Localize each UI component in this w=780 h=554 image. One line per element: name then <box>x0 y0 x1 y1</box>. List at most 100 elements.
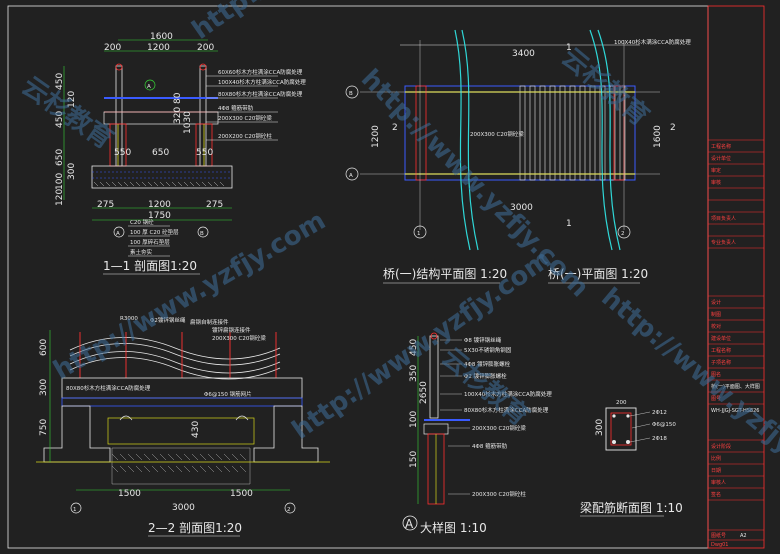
detA-dim-3: 2650 <box>419 381 429 404</box>
plan-note-1: 100X40杉木满涂CCA防腐处理 <box>614 38 691 46</box>
s11-total-dim: 1750 <box>148 211 171 221</box>
s11-bottom-dim-3: 275 <box>206 200 223 210</box>
beam-section: 200 300 2Φ12 Φ6@150 2Φ18 梁配筋断面图 1:10 <box>580 400 683 517</box>
detA-note-3: 4Φ8 镀锌膨胀螺栓 <box>464 360 511 368</box>
detA-dim-5: 150 <box>409 451 419 468</box>
tb-row-16: 设计阶段 <box>711 443 731 450</box>
plan-note-2: 200X300 C20钢砼梁 <box>470 130 524 138</box>
s22-title: 2—2 剖面图1:20 <box>148 521 242 535</box>
tb-row-9: 校对 <box>711 323 721 330</box>
s11-left-dim-1: 450 <box>55 73 65 90</box>
detA-note-6: 80X80杉木方柱满涂CCA防腐处理 <box>464 406 549 414</box>
s11-mid-dim-2: 650 <box>152 148 169 158</box>
plan-cut-1-top: 1 <box>566 43 572 53</box>
s11-bottom-dim-1: 275 <box>97 200 114 210</box>
plan-struct-title: 桥(一)结构平面图 1:20 <box>383 266 507 281</box>
s11-found-note-4: 素土夯实 <box>130 248 153 256</box>
detA-note-2: 5X30不锈钢角钢固 <box>464 346 512 354</box>
plan-title: 桥(一)平面图 1:20 <box>548 267 648 281</box>
detA-note-8: 4Φ8 箍筋带肋 <box>472 442 508 450</box>
detA-dim-4: 100 <box>409 411 419 428</box>
beam-outline <box>605 407 637 451</box>
s22-note-3: 镀锌扁钢连接件 <box>212 326 251 334</box>
plan-axis-1: 1 <box>417 231 421 237</box>
tb-row-2: 设计单位 <box>711 155 731 162</box>
s11-mid-dim-1: 550 <box>114 148 131 158</box>
s11-note-5: 200X300 C20钢砼梁 <box>218 114 272 122</box>
s11-found-note-1: C20 钢砼 <box>130 218 154 226</box>
s11-right-dim-2: 1030 <box>183 111 193 134</box>
s11-bottom-dim-2: 1200 <box>148 200 171 210</box>
s11-note-4: 4Φ8 箍筋带肋 <box>218 104 254 112</box>
detA-letter: A <box>405 517 414 531</box>
tb-row-20: 签名 <box>711 491 721 498</box>
s22-note-4: 200X300 C20钢砼梁 <box>212 334 266 342</box>
tb-row-6: 专业负责人 <box>711 239 736 246</box>
tb-row-13: 图名 <box>711 371 721 378</box>
s11-detail-marker: A <box>147 84 151 90</box>
s11-found-note-3: 100 厚碎石垫层 <box>130 238 170 246</box>
s22-note-6: Φ6@150 钢筋网片 <box>204 390 252 398</box>
detA-dim-1: 450 <box>409 339 419 356</box>
plan-cut-2-right: 2 <box>670 123 676 133</box>
plan-left-dim: 1200 <box>371 125 381 148</box>
s11-left-dim-3: 450 <box>55 111 65 128</box>
detA-dim-2: 350 <box>409 365 419 382</box>
tb-row-1: 工程名称 <box>711 143 731 150</box>
tb-row-8: 制图 <box>711 311 721 318</box>
detA-title: 大样图 1:10 <box>420 520 487 535</box>
s22-total-dim: 3000 <box>172 503 195 513</box>
plan-top-dim: 3400 <box>512 49 535 59</box>
tb-footer: Dwg01 <box>711 542 728 548</box>
watermark-url-5: http://www.yzfjy.com <box>596 282 780 503</box>
tb-row-7: 设计 <box>711 299 721 306</box>
tb-row-19: 审核人 <box>711 479 726 486</box>
plan-structure: 3400 1 B <box>345 29 691 284</box>
s11-left-dim-5: 300 <box>67 163 77 180</box>
title-block: 工程名称 设计单位 审定 审核 项目负责人 专业负责人 设计 制图 校对 建设单… <box>707 5 765 549</box>
s22-left-dim-2: 300 <box>39 379 49 396</box>
s11-mid-dim-3: 550 <box>196 148 213 158</box>
s22-r-label: R3000 <box>120 316 138 322</box>
tb-row-4: 审核 <box>711 179 721 186</box>
tb-row-17: 比例 <box>711 455 721 462</box>
plan-axis-a: A <box>349 173 353 179</box>
beam-width: 200 <box>616 400 627 406</box>
plan-right-dim: 1600 <box>653 125 663 148</box>
tb-row-21: 图纸号 <box>711 532 726 539</box>
beam-title: 梁配筋断面图 1:10 <box>580 500 683 515</box>
beam-stirrups: Φ6@150 <box>652 422 676 428</box>
watermark-brand-3: 云杉教育 <box>436 342 536 433</box>
detA-note-4: Φ2 镀锌膨胀螺栓 <box>464 372 507 380</box>
s11-axis-a: A <box>116 231 120 237</box>
tb-row-14: 图号 <box>711 396 721 402</box>
s22-bottom-dim-1: 1500 <box>118 489 141 499</box>
s11-right-dim-3: 80 <box>173 92 183 104</box>
s11-note-6: 200X200 C20钢砼柱 <box>218 132 272 140</box>
s11-note-3: 80X80杉木方柱满涂CCA防腐处理 <box>218 90 303 98</box>
detA-note-7: 200X300 C20钢砼梁 <box>472 424 526 432</box>
section-2-2: R3000 80X80杉木方柱满涂CCA防腐处理 Φ2镀锌钢丝绳 扁钢自制连接件… <box>36 316 330 537</box>
s11-axis-b: B <box>200 231 204 237</box>
plan-bottom-dim: 3000 <box>510 203 533 213</box>
tb-row-18: 日期 <box>711 468 721 474</box>
s11-right-dim-1: 320 <box>173 107 183 124</box>
plan-axis-b: B <box>349 91 353 97</box>
tb-drawing-name: 桥(一)平面图、大样图 <box>711 383 760 390</box>
s22-note-deck: 80X80杉木方柱满涂CCA防腐处理 <box>66 384 151 392</box>
detA-note-9: 200X300 C20钢砼柱 <box>472 490 526 498</box>
s11-sub-dim-2: 1200 <box>147 43 170 53</box>
s11-left-dim-6: 100 <box>55 173 65 190</box>
s22-bottom-dim-2: 1500 <box>230 489 253 499</box>
detail-a: Φ8 镀锌钢丝绳 5X30不锈钢角钢固 4Φ8 镀锌膨胀螺栓 Φ2 镀锌膨胀螺栓… <box>402 332 552 535</box>
plan-axis-2: 2 <box>621 231 625 237</box>
s11-left-dim-2: 120 <box>67 91 77 108</box>
s22-left-dim-1: 600 <box>39 339 49 356</box>
s11-sub-dim-3: 200 <box>197 43 214 53</box>
s22-axis-2: 2 <box>287 507 291 513</box>
s11-note-1: 60X60杉木方柱满涂CCA防腐处理 <box>218 68 303 76</box>
s22-axis-1: 1 <box>73 507 77 513</box>
watermark-brand-1: 云杉教育 <box>16 70 119 155</box>
section-1-1: 1600 200 1200 200 550 650 550 450 120 45… <box>55 32 306 275</box>
